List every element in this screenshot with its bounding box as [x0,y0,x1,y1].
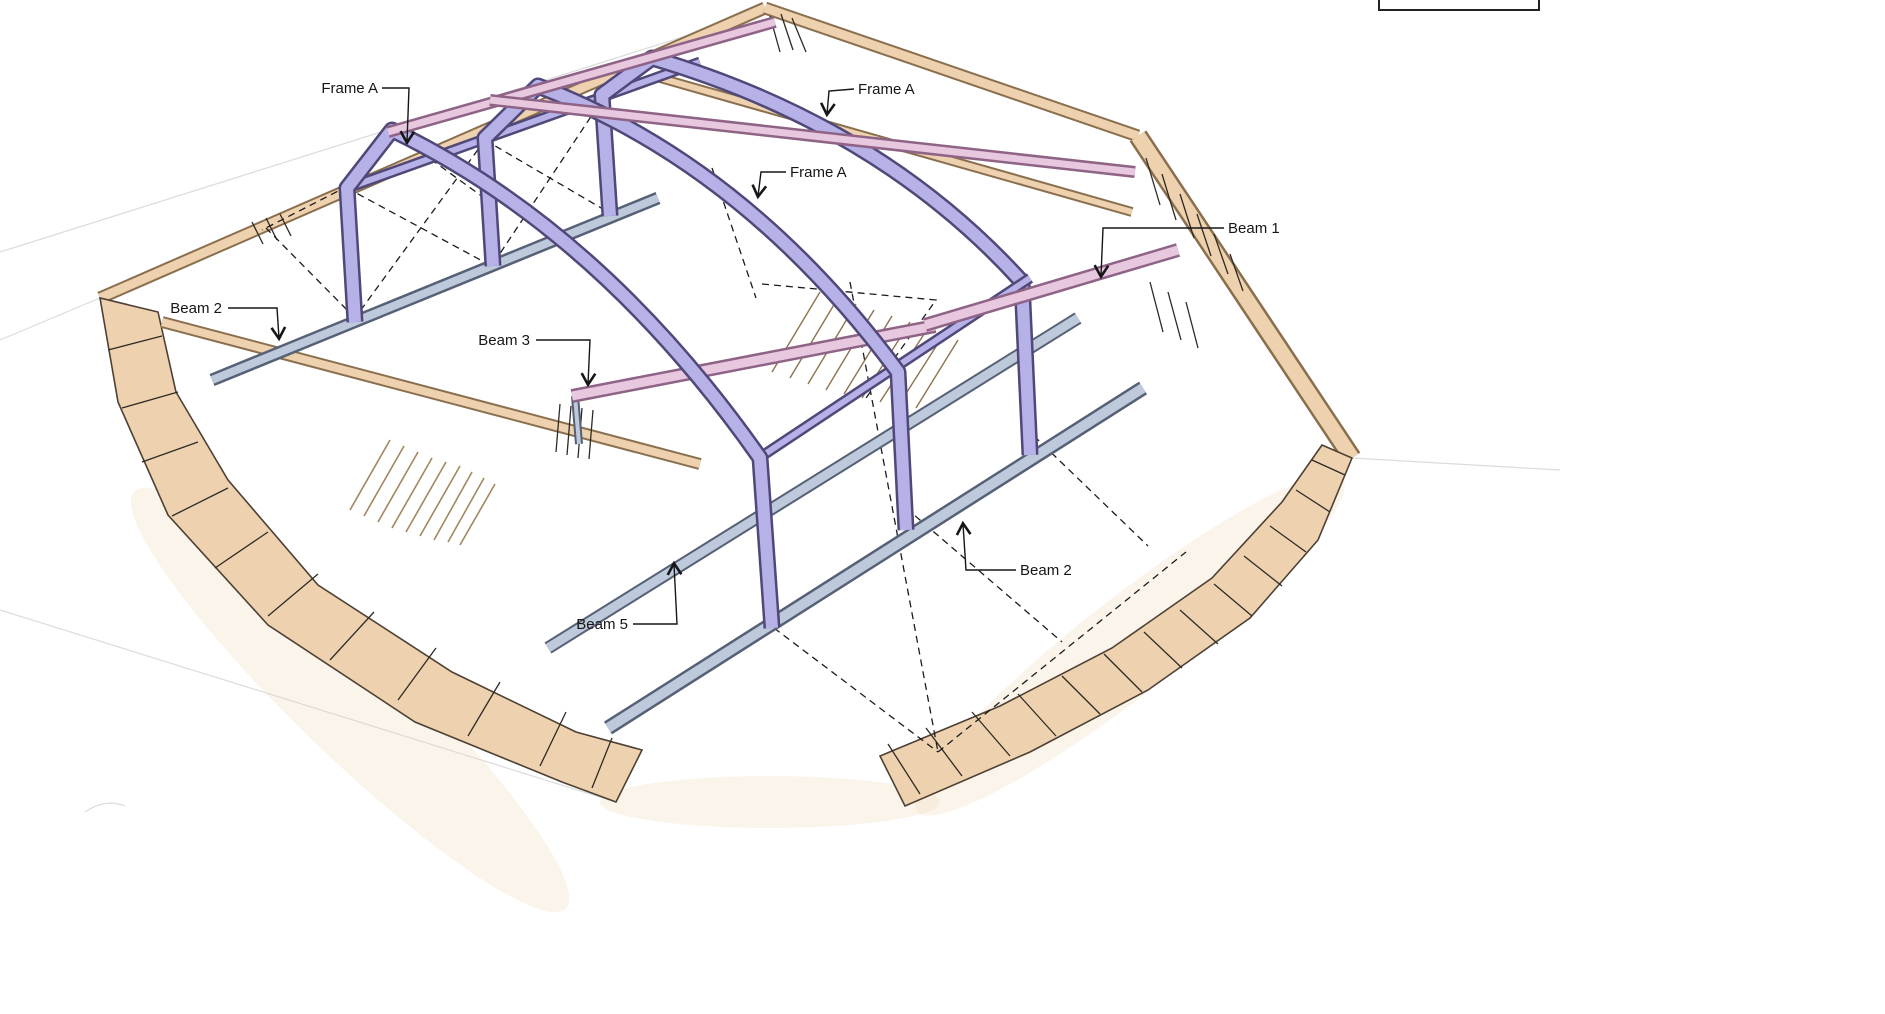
label-frame-a-mid: Frame A [790,164,847,181]
floor-edge-band [160,316,702,470]
floor-hatching-left [349,439,496,546]
callout-beam-5: Beam 5 [576,560,683,633]
beam-2-right-member [603,381,1148,735]
callout-beam-3: Beam 3 [478,332,597,388]
corner-sketch-strokes [251,13,1244,292]
beam-1-end-strokes [1149,281,1199,349]
beam-2-left-member [209,191,661,387]
frame-a-arch-2 [476,77,915,531]
eave-purlin-left-member [340,56,702,196]
beam-5-member [544,312,1082,654]
callout-beam-2-left: Beam 2 [170,300,287,342]
frame-a-arch-1 [338,121,781,629]
partial-window-corner [1378,0,1540,11]
label-beam-5: Beam 5 [576,616,628,633]
callout-beam-2-right: Beam 2 [955,520,1072,579]
watercolor-wash [130,474,1345,913]
callout-frame-a-left: Frame A [321,80,416,146]
callout-frame-a-mid: Frame A [751,164,847,200]
left-retaining-wall [99,296,644,803]
label-beam-1: Beam 1 [1228,220,1280,237]
right-wall-hatch-marks [887,459,1346,795]
label-frame-a-right: Frame A [858,81,915,98]
right-retaining-wall [878,444,1354,808]
label-frame-a-left: Frame A [321,80,378,97]
label-beam-3: Beam 3 [478,332,530,349]
left-wall-hatch-marks [107,335,613,789]
callout-beam-1: Beam 1 [1093,220,1280,280]
label-beam-2-left: Beam 2 [170,300,222,317]
beam-1-member [923,243,1199,349]
label-beam-2-right: Beam 2 [1020,562,1072,579]
roof-purlin-member [489,94,1136,178]
callout-frame-a-right: Frame A [819,81,915,118]
ridge-beam-member [386,16,777,138]
